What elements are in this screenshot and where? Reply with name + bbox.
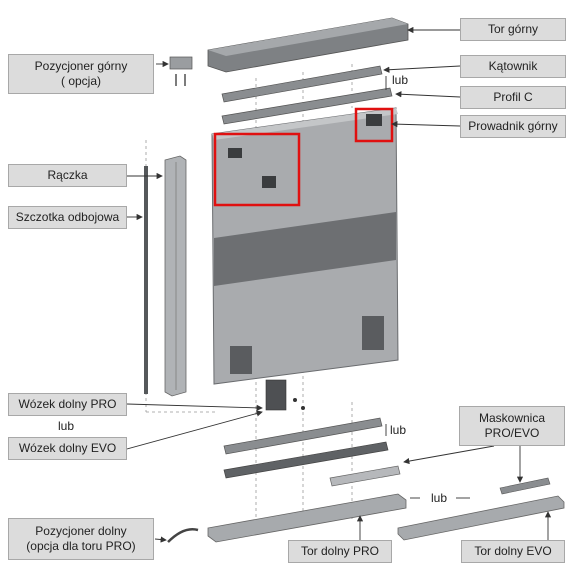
label-wozek-evo: Wózek dolny EVO [8,437,127,460]
label-tor-dolny-pro: Tor dolny PRO [288,540,392,563]
connector-lub-top: lub [392,73,409,87]
top-positioner [169,56,193,86]
label-maskownica-line1: Maskownica [478,411,546,425]
label-katownik-text: Kątownik [488,59,538,73]
leader-lines [126,26,552,543]
label-tor-dolny-pro-text: Tor dolny PRO [300,544,380,558]
label-pozycjoner-gorny: Pozycjoner górny ( opcja) [8,54,154,94]
label-katownik: Kątownik [460,55,566,78]
bumper-brush [144,166,148,394]
label-pozycjoner-gorny-line1: Pozycjoner górny [34,59,128,73]
label-raczka: Rączka [8,164,127,187]
label-wozek-pro: Wózek dolny PRO [8,393,127,416]
label-szczotka-text: Szczotka odbojowa [15,210,120,224]
c-profile [221,87,393,125]
door-carriages [230,316,384,374]
label-tor-gorny: Tor górny [460,18,566,41]
label-maskownica-line2: PRO/EVO [484,426,540,440]
label-maskownica: Maskownica PRO/EVO [459,406,565,446]
label-wozek-evo-text: Wózek dolny EVO [18,441,117,455]
label-tor-gorny-text: Tor górny [487,22,539,36]
label-tor-dolny-evo-text: Tor dolny EVO [474,544,552,558]
connector-lub-left: lub [58,419,75,433]
label-pozycjoner-dolny: Pozycjoner dolny (opcja dla toru PRO) [8,518,154,560]
handle-profile [164,155,187,397]
label-profil-c: Profil C [460,86,566,109]
top-track [207,17,409,73]
label-raczka-text: Rączka [47,168,88,182]
label-prowadnik-gorny-text: Prowadnik górny [468,119,558,133]
bottom-profiles [207,417,565,543]
door-panel [211,107,399,385]
label-pozycjoner-dolny-line2: (opcja dla toru PRO) [26,539,136,553]
label-tor-dolny-evo: Tor dolny EVO [461,540,565,563]
label-pozycjoner-gorny-line2: ( opcja) [60,74,101,88]
label-profil-c-text: Profil C [493,90,533,104]
label-prowadnik-gorny: Prowadnik górny [460,115,566,138]
label-szczotka: Szczotka odbojowa [8,206,127,229]
bottom-carriage [265,379,305,411]
connector-lub-mid: lub [390,423,407,437]
bottom-positioner [167,528,199,543]
label-wozek-pro-text: Wózek dolny PRO [18,397,117,411]
connector-lub-bottom: lub [431,491,448,505]
label-pozycjoner-dolny-line1: Pozycjoner dolny [35,524,127,538]
top-guide-parts [228,114,382,188]
angle-profile [221,65,383,103]
